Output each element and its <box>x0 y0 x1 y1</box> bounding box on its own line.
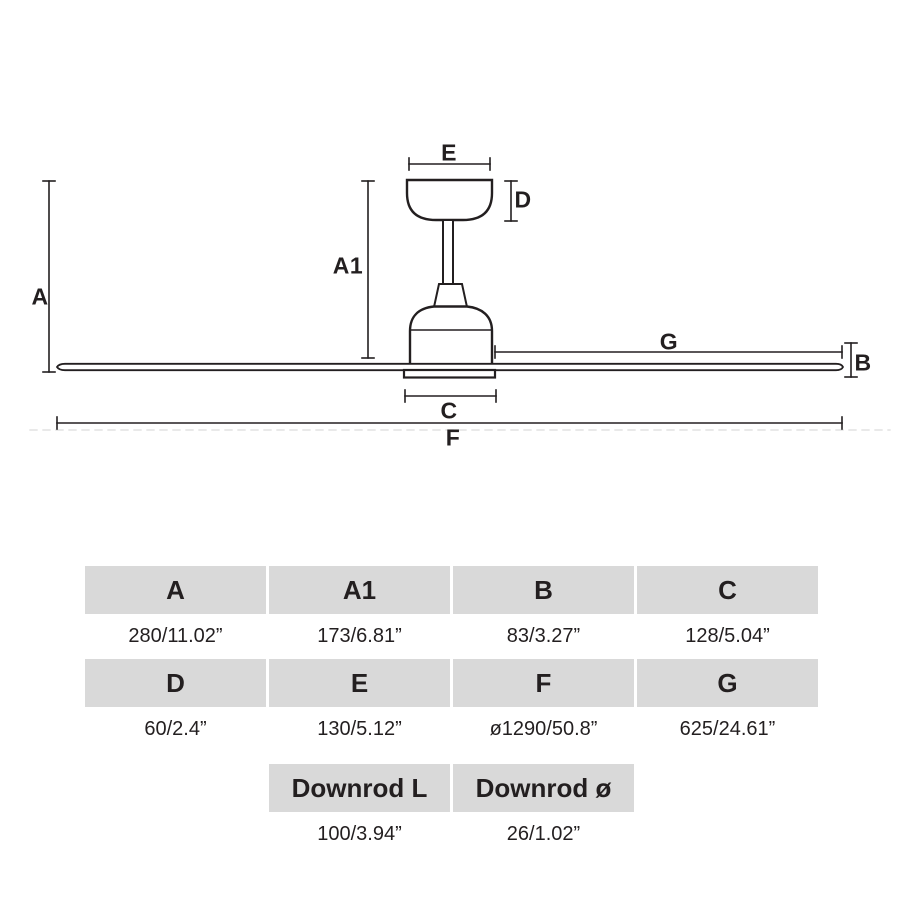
table-header-row-2: D E F G <box>85 659 818 707</box>
value-cell-a1: 173/6.81” <box>317 625 402 647</box>
value-cell-c: 128/5.04” <box>685 625 770 647</box>
header-cell-d: D <box>85 659 266 707</box>
dim-label-g: G <box>659 328 679 355</box>
dim-label-a1: A1 <box>332 252 364 279</box>
dim-label-a: A <box>31 283 49 310</box>
value-cell-f: ø1290/50.8” <box>489 718 598 740</box>
dim-line-a <box>42 180 56 373</box>
header-cell-f: F <box>453 659 634 707</box>
value-cell-e: 130/5.12” <box>317 718 402 740</box>
dim-label-c: C <box>440 397 458 424</box>
table-header-row-downrod: Downrod L Downrod ø <box>85 764 818 812</box>
table-value-row-downrod: 100/3.94” 26/1.02” <box>85 812 818 857</box>
fan-motor-housing <box>408 305 494 368</box>
fan-canopy <box>405 178 494 222</box>
value-cell-d: 60/2.4” <box>144 718 207 740</box>
fan-dimension-diagram <box>29 157 891 431</box>
value-cell-downrod-l: 100/3.94” <box>317 823 402 845</box>
header-cell-downrod-l: Downrod L <box>269 764 450 812</box>
spacer-cell <box>85 764 266 812</box>
value-cell-downrod-dia: 26/1.02” <box>506 823 581 845</box>
dim-line-e <box>408 157 491 171</box>
dim-line-f <box>56 416 843 430</box>
dimensions-table: A A1 B C 280/11.02” 173/6.81” 83/3.27” 1… <box>85 566 818 857</box>
table-value-row-1: 280/11.02” 173/6.81” 83/3.27” 128/5.04” <box>85 614 818 659</box>
table-header-row-1: A A1 B C <box>85 566 818 614</box>
header-cell-c: C <box>637 566 818 614</box>
header-cell-b: B <box>453 566 634 614</box>
dim-line-g <box>494 345 843 359</box>
spacer-cell <box>637 764 818 812</box>
header-cell-e: E <box>269 659 450 707</box>
value-cell-g: 625/24.61” <box>679 718 776 740</box>
fan-coupler <box>432 283 469 308</box>
fan-blade <box>55 362 844 372</box>
spacer-cell <box>637 812 818 857</box>
dim-label-d: D <box>514 186 532 213</box>
header-cell-g: G <box>637 659 818 707</box>
dim-line-d <box>504 180 518 222</box>
dim-line-c <box>404 389 497 403</box>
fan-downrod <box>442 219 454 285</box>
dim-line-b <box>844 342 858 378</box>
dim-label-e: E <box>441 139 457 166</box>
table-value-row-2: 60/2.4” 130/5.12” ø1290/50.8” 625/24.61” <box>85 707 818 752</box>
dim-label-b: B <box>854 349 872 376</box>
header-cell-a1: A1 <box>269 566 450 614</box>
dim-label-f: F <box>445 424 461 451</box>
value-cell-a: 280/11.02” <box>128 625 223 647</box>
spacer-cell <box>85 812 266 857</box>
dim-line-a1 <box>361 180 375 359</box>
fan-mounting-plate <box>402 368 497 379</box>
value-cell-b: 83/3.27” <box>506 625 581 647</box>
header-cell-downrod-dia: Downrod ø <box>453 764 634 812</box>
header-cell-a: A <box>85 566 266 614</box>
